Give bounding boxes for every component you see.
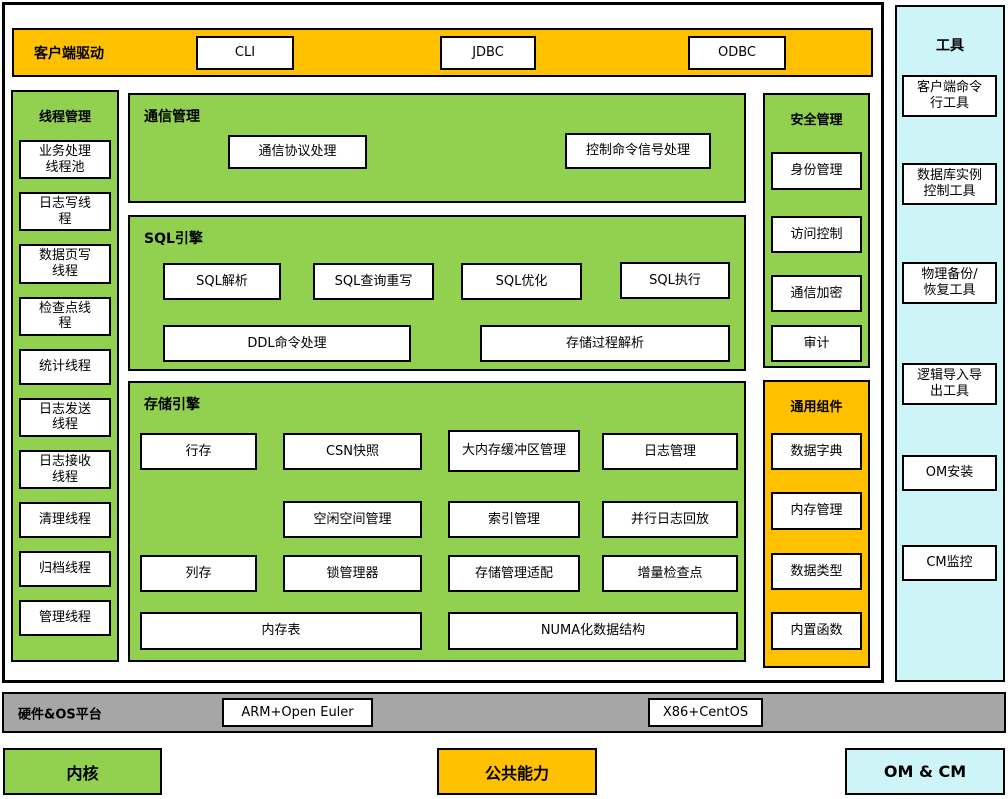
box-large-buffer-management: 大内存缓冲区管理 xyxy=(448,430,580,472)
box-cli: CLI xyxy=(196,36,294,70)
thread-management-panel: 线程管理 业务处理线程池 日志写线程 数据页写线程 检查点线程 统计线程 日志发… xyxy=(11,90,119,662)
box-physical-backup-restore-tool: 物理备份/恢复工具 xyxy=(902,262,997,304)
box-logical-import-export-tool: 逻辑导入导出工具 xyxy=(902,363,997,405)
box-builtin-functions: 内置函数 xyxy=(771,612,862,650)
box-log-management: 日志管理 xyxy=(602,433,738,470)
box-client-cli-tool: 客户端命令行工具 xyxy=(902,75,997,117)
common-components-title: 通用组件 xyxy=(790,400,843,415)
box-parallel-log-replay: 并行日志回放 xyxy=(602,501,738,538)
box-memory-management: 内存管理 xyxy=(771,492,862,530)
box-control-signal-processing: 控制命令信号处理 xyxy=(565,133,711,169)
box-access-control: 访问控制 xyxy=(771,216,862,253)
box-stats-thread: 统计线程 xyxy=(19,348,111,385)
client-driver-bar: 客户端驱动 CLI JDBC ODBC xyxy=(12,28,873,77)
box-worker-thread-pool: 业务处理线程池 xyxy=(19,140,111,180)
legend-common-capability: 公共能力 xyxy=(437,748,597,795)
box-odbc: ODBC xyxy=(688,36,786,70)
box-sql-rewrite: SQL查询重写 xyxy=(313,263,434,300)
common-components-panel: 通用组件 数据字典 内存管理 数据类型 内置函数 xyxy=(763,380,870,668)
tools-panel: 工具 客户端命令行工具 数据库实例控制工具 物理备份/恢复工具 逻辑导入导出工具… xyxy=(895,5,1005,682)
box-archive-thread: 归档线程 xyxy=(19,551,111,588)
box-column-store: 列存 xyxy=(140,555,257,592)
box-x86-centos: X86+CentOS xyxy=(648,698,763,727)
box-storage-adapter: 存储管理适配 xyxy=(448,555,580,592)
box-page-write-thread: 数据页写线程 xyxy=(19,244,111,284)
communication-management-panel: 通信管理 通信协议处理 控制命令信号处理 xyxy=(128,93,746,203)
box-incremental-checkpoint: 增量检查点 xyxy=(602,555,738,592)
box-vacuum-thread: 清理线程 xyxy=(19,502,111,539)
sql-engine-panel: SQL引擎 SQL解析 SQL查询重写 SQL优化 SQL执行 DDL命令处理 … xyxy=(128,215,746,371)
box-sql-parse: SQL解析 xyxy=(163,263,281,300)
box-protocol-processing: 通信协议处理 xyxy=(228,135,367,169)
box-audit: 审计 xyxy=(771,325,862,362)
box-csn-snapshot: CSN快照 xyxy=(283,433,422,470)
box-arm-openeuler: ARM+Open Euler xyxy=(222,698,373,727)
box-log-receive-thread: 日志接收线程 xyxy=(19,449,111,490)
box-checkpoint-thread: 检查点线程 xyxy=(19,296,111,336)
box-row-store: 行存 xyxy=(140,433,257,470)
box-numa-data-structure: NUMA化数据结构 xyxy=(448,612,738,650)
communication-management-title: 通信管理 xyxy=(144,109,200,125)
box-communication-encryption: 通信加密 xyxy=(771,275,862,312)
box-stored-procedure-parse: 存储过程解析 xyxy=(480,325,730,362)
legend-kernel: 内核 xyxy=(3,748,162,795)
box-memory-table: 内存表 xyxy=(140,612,422,650)
box-lock-manager: 锁管理器 xyxy=(283,555,422,592)
security-management-title: 安全管理 xyxy=(790,113,843,128)
sql-engine-title: SQL引擎 xyxy=(144,231,203,247)
storage-engine-title: 存储引擎 xyxy=(144,397,200,413)
box-free-space-management: 空闲空间管理 xyxy=(283,501,422,538)
tools-title: 工具 xyxy=(936,38,964,54)
client-driver-title: 客户端驱动 xyxy=(34,45,104,62)
box-om-install: OM安装 xyxy=(902,455,997,491)
hardware-os-platform-title: 硬件&OS平台 xyxy=(18,707,102,722)
box-ddl-processing: DDL命令处理 xyxy=(163,325,411,362)
box-index-management: 索引管理 xyxy=(448,501,580,538)
box-sql-optimize: SQL优化 xyxy=(461,263,582,300)
storage-engine-panel: 存储引擎 行存 CSN快照 大内存缓冲区管理 日志管理 空闲空间管理 索引管理 … xyxy=(128,381,746,662)
box-log-write-thread: 日志写线程 xyxy=(19,192,111,232)
legend-om-cm: OM & CM xyxy=(845,748,1005,795)
box-sql-execute: SQL执行 xyxy=(620,262,730,299)
box-jdbc: JDBC xyxy=(440,36,536,70)
box-admin-thread: 管理线程 xyxy=(19,600,111,637)
box-cm-monitor: CM监控 xyxy=(902,545,997,581)
hardware-os-platform-bar: 硬件&OS平台 ARM+Open Euler X86+CentOS xyxy=(2,692,1006,733)
thread-management-title: 线程管理 xyxy=(38,110,91,125)
box-log-send-thread: 日志发送线程 xyxy=(19,397,111,437)
box-instance-control-tool: 数据库实例控制工具 xyxy=(902,163,997,205)
kernel-container: 客户端驱动 CLI JDBC ODBC 线程管理 业务处理线程池 日志写线程 数… xyxy=(2,2,884,683)
security-management-panel: 安全管理 身份管理 访问控制 通信加密 审计 xyxy=(763,93,870,368)
box-identity-management: 身份管理 xyxy=(771,152,862,190)
box-data-types: 数据类型 xyxy=(771,553,862,590)
box-data-dictionary: 数据字典 xyxy=(771,433,862,470)
